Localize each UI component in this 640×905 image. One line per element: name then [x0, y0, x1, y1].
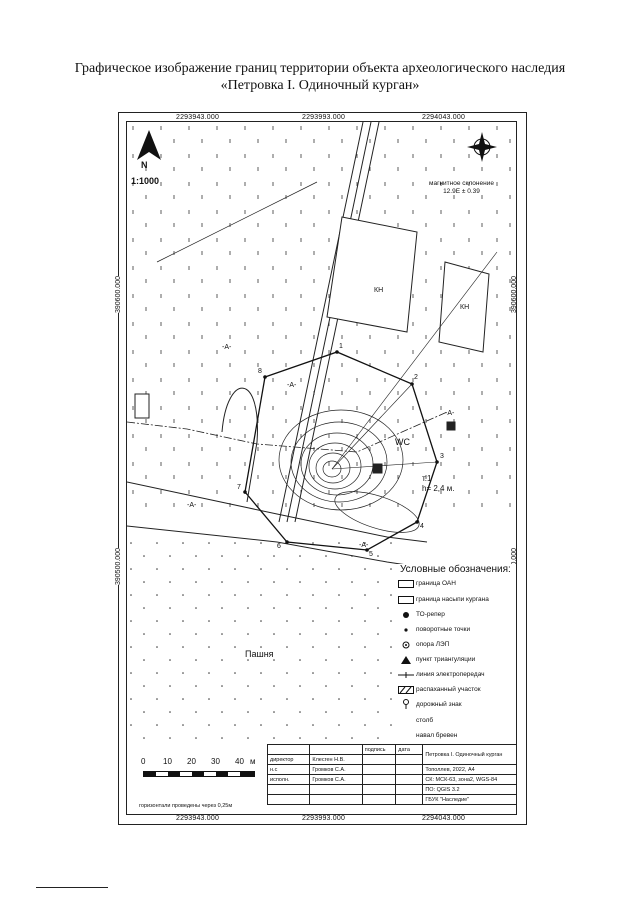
- scale-note: горизонтали проведены через 0,25м: [139, 803, 233, 809]
- legend-item-4: опора ЛЭП: [416, 641, 450, 648]
- footer-rule: [36, 887, 108, 888]
- tb-header-date: дата: [395, 744, 424, 755]
- label-height: h= 2,4 м.: [422, 484, 455, 493]
- radial-lines: [331, 251, 498, 470]
- label-a-2: -А-: [287, 382, 297, 389]
- triangulation-icon: [401, 656, 411, 664]
- scale-bar-graphic: [143, 771, 255, 777]
- tb-name-3: Громков С.А.: [309, 774, 363, 785]
- magnetic-label: магнитное склонение: [429, 180, 494, 187]
- label-wc: WC: [395, 437, 410, 447]
- tb-project: Петровка I. Одиночный курган: [422, 744, 516, 765]
- magnetic-declination: магнитное склонение 12.9E ± 0.39: [429, 180, 494, 196]
- legend-item-7: распаханный участок: [416, 686, 481, 693]
- tb-role-2: н.с: [266, 764, 311, 775]
- scale-tick-30: 30: [211, 757, 220, 766]
- map-scale-label: 1:1000: [131, 176, 160, 186]
- legend-item-6: линия электропередач: [416, 671, 485, 678]
- label-kh-2: КН: [460, 304, 470, 311]
- map-frame: 2293943.000 2293993.000 2294043.000 2293…: [114, 112, 527, 825]
- pylon-icon: [402, 641, 410, 649]
- legend-item-2: ТО-репер: [416, 611, 445, 618]
- coord-bottom-2: 2293993.000: [301, 815, 347, 822]
- title-block: подпись дата Петровка I. Одиночный курга…: [266, 744, 516, 814]
- scale-tick-40: 40: [235, 757, 244, 766]
- tb-role-3: исполн.: [266, 774, 311, 785]
- legend-item-9: столб: [416, 717, 434, 724]
- legend-mound-symbol: [398, 596, 414, 604]
- legend-item-3: поворотные точки: [416, 626, 471, 633]
- north-arrow-icon: [137, 130, 161, 160]
- legend-item-8: дорожный знак: [416, 701, 462, 708]
- point-icon: [404, 628, 408, 632]
- legend-oan-symbol: [398, 580, 414, 588]
- powerline-2: [156, 181, 318, 263]
- vertex-1: 1: [339, 343, 343, 350]
- label-a-1: -А-: [222, 344, 232, 351]
- tb-place: Тополлев, 2022, А4: [422, 764, 516, 775]
- map-area: N 1:1000 магнитное склонение 12.9E ± 0.3…: [126, 121, 517, 815]
- map-drawing: [127, 122, 516, 747]
- vertex-7: 7: [237, 484, 241, 491]
- vertex-3: 3: [440, 453, 444, 460]
- label-a-4: -А-: [187, 502, 197, 509]
- legend-title: Условные обозначения:: [400, 564, 511, 575]
- coord-left-1: 390600.000: [114, 276, 122, 313]
- tb-header-sign: подпись: [361, 744, 397, 755]
- vertex-8: 8: [258, 368, 262, 375]
- tb-crs: СК: МСК-63, зона2, WGS-84: [422, 774, 516, 785]
- page-title: Графическое изображение границ территори…: [74, 61, 566, 76]
- ploughed-icon: [398, 686, 414, 694]
- field-area: [127, 542, 397, 747]
- legend: Условные обозначения: граница ОАН границ…: [396, 564, 516, 744]
- legend-item-10: навал бревен: [416, 732, 458, 739]
- page-subtitle: «Петровка I. Одиночный курган»: [220, 78, 420, 93]
- powerline-icon: [398, 672, 414, 678]
- vertex-4: 4: [420, 523, 424, 530]
- vertex-6: 6: [277, 543, 281, 550]
- coord-top-2: 2293993.000: [301, 114, 347, 121]
- road: [127, 122, 428, 569]
- road-sign-icon: [403, 699, 409, 709]
- label-a-3: -А-: [445, 410, 455, 417]
- scale-tick-20: 20: [187, 757, 196, 766]
- label-kh-1: КН: [374, 287, 384, 294]
- magnetic-value: 12.9E ± 0.39: [443, 188, 480, 195]
- buildings: [134, 216, 490, 474]
- label-a-5: -А-: [359, 542, 369, 549]
- coord-left-2: 390500.000: [114, 548, 122, 585]
- scale-tick-0: 0: [141, 757, 146, 766]
- label-point-1: т.1: [422, 474, 432, 483]
- coord-top-1: 2293943.000: [175, 114, 221, 121]
- tb-name-2: Громков С.А.: [309, 764, 363, 775]
- tb-role-1: директор: [266, 754, 311, 765]
- kurgan-contours: [278, 409, 420, 533]
- tb-software: ПО: QGIS 3.2: [422, 784, 516, 795]
- tb-org: ГБУК "Наследие": [422, 794, 516, 805]
- scale-tick-10: 10: [163, 757, 172, 766]
- tb-name-1: Клесген Н.В.: [309, 754, 363, 765]
- legend-item-0: граница ОАН: [416, 580, 456, 587]
- vertex-points: [243, 350, 439, 552]
- coord-bottom-1: 2293943.000: [175, 815, 221, 822]
- track: [221, 387, 258, 503]
- label-field: Пашня: [245, 649, 274, 659]
- vertex-2: 2: [414, 374, 418, 381]
- scale-unit: м: [250, 757, 256, 766]
- coord-top-3: 2294043.000: [421, 114, 467, 121]
- benchmark-icon: [403, 612, 409, 618]
- compass-rose-icon: [467, 132, 497, 162]
- legend-item-5: пункт триангуляции: [416, 656, 476, 663]
- north-label: N: [141, 160, 148, 170]
- coord-bottom-3: 2294043.000: [421, 815, 467, 822]
- vertex-5: 5: [369, 551, 373, 558]
- legend-item-1: граница насыпи кургана: [416, 596, 489, 603]
